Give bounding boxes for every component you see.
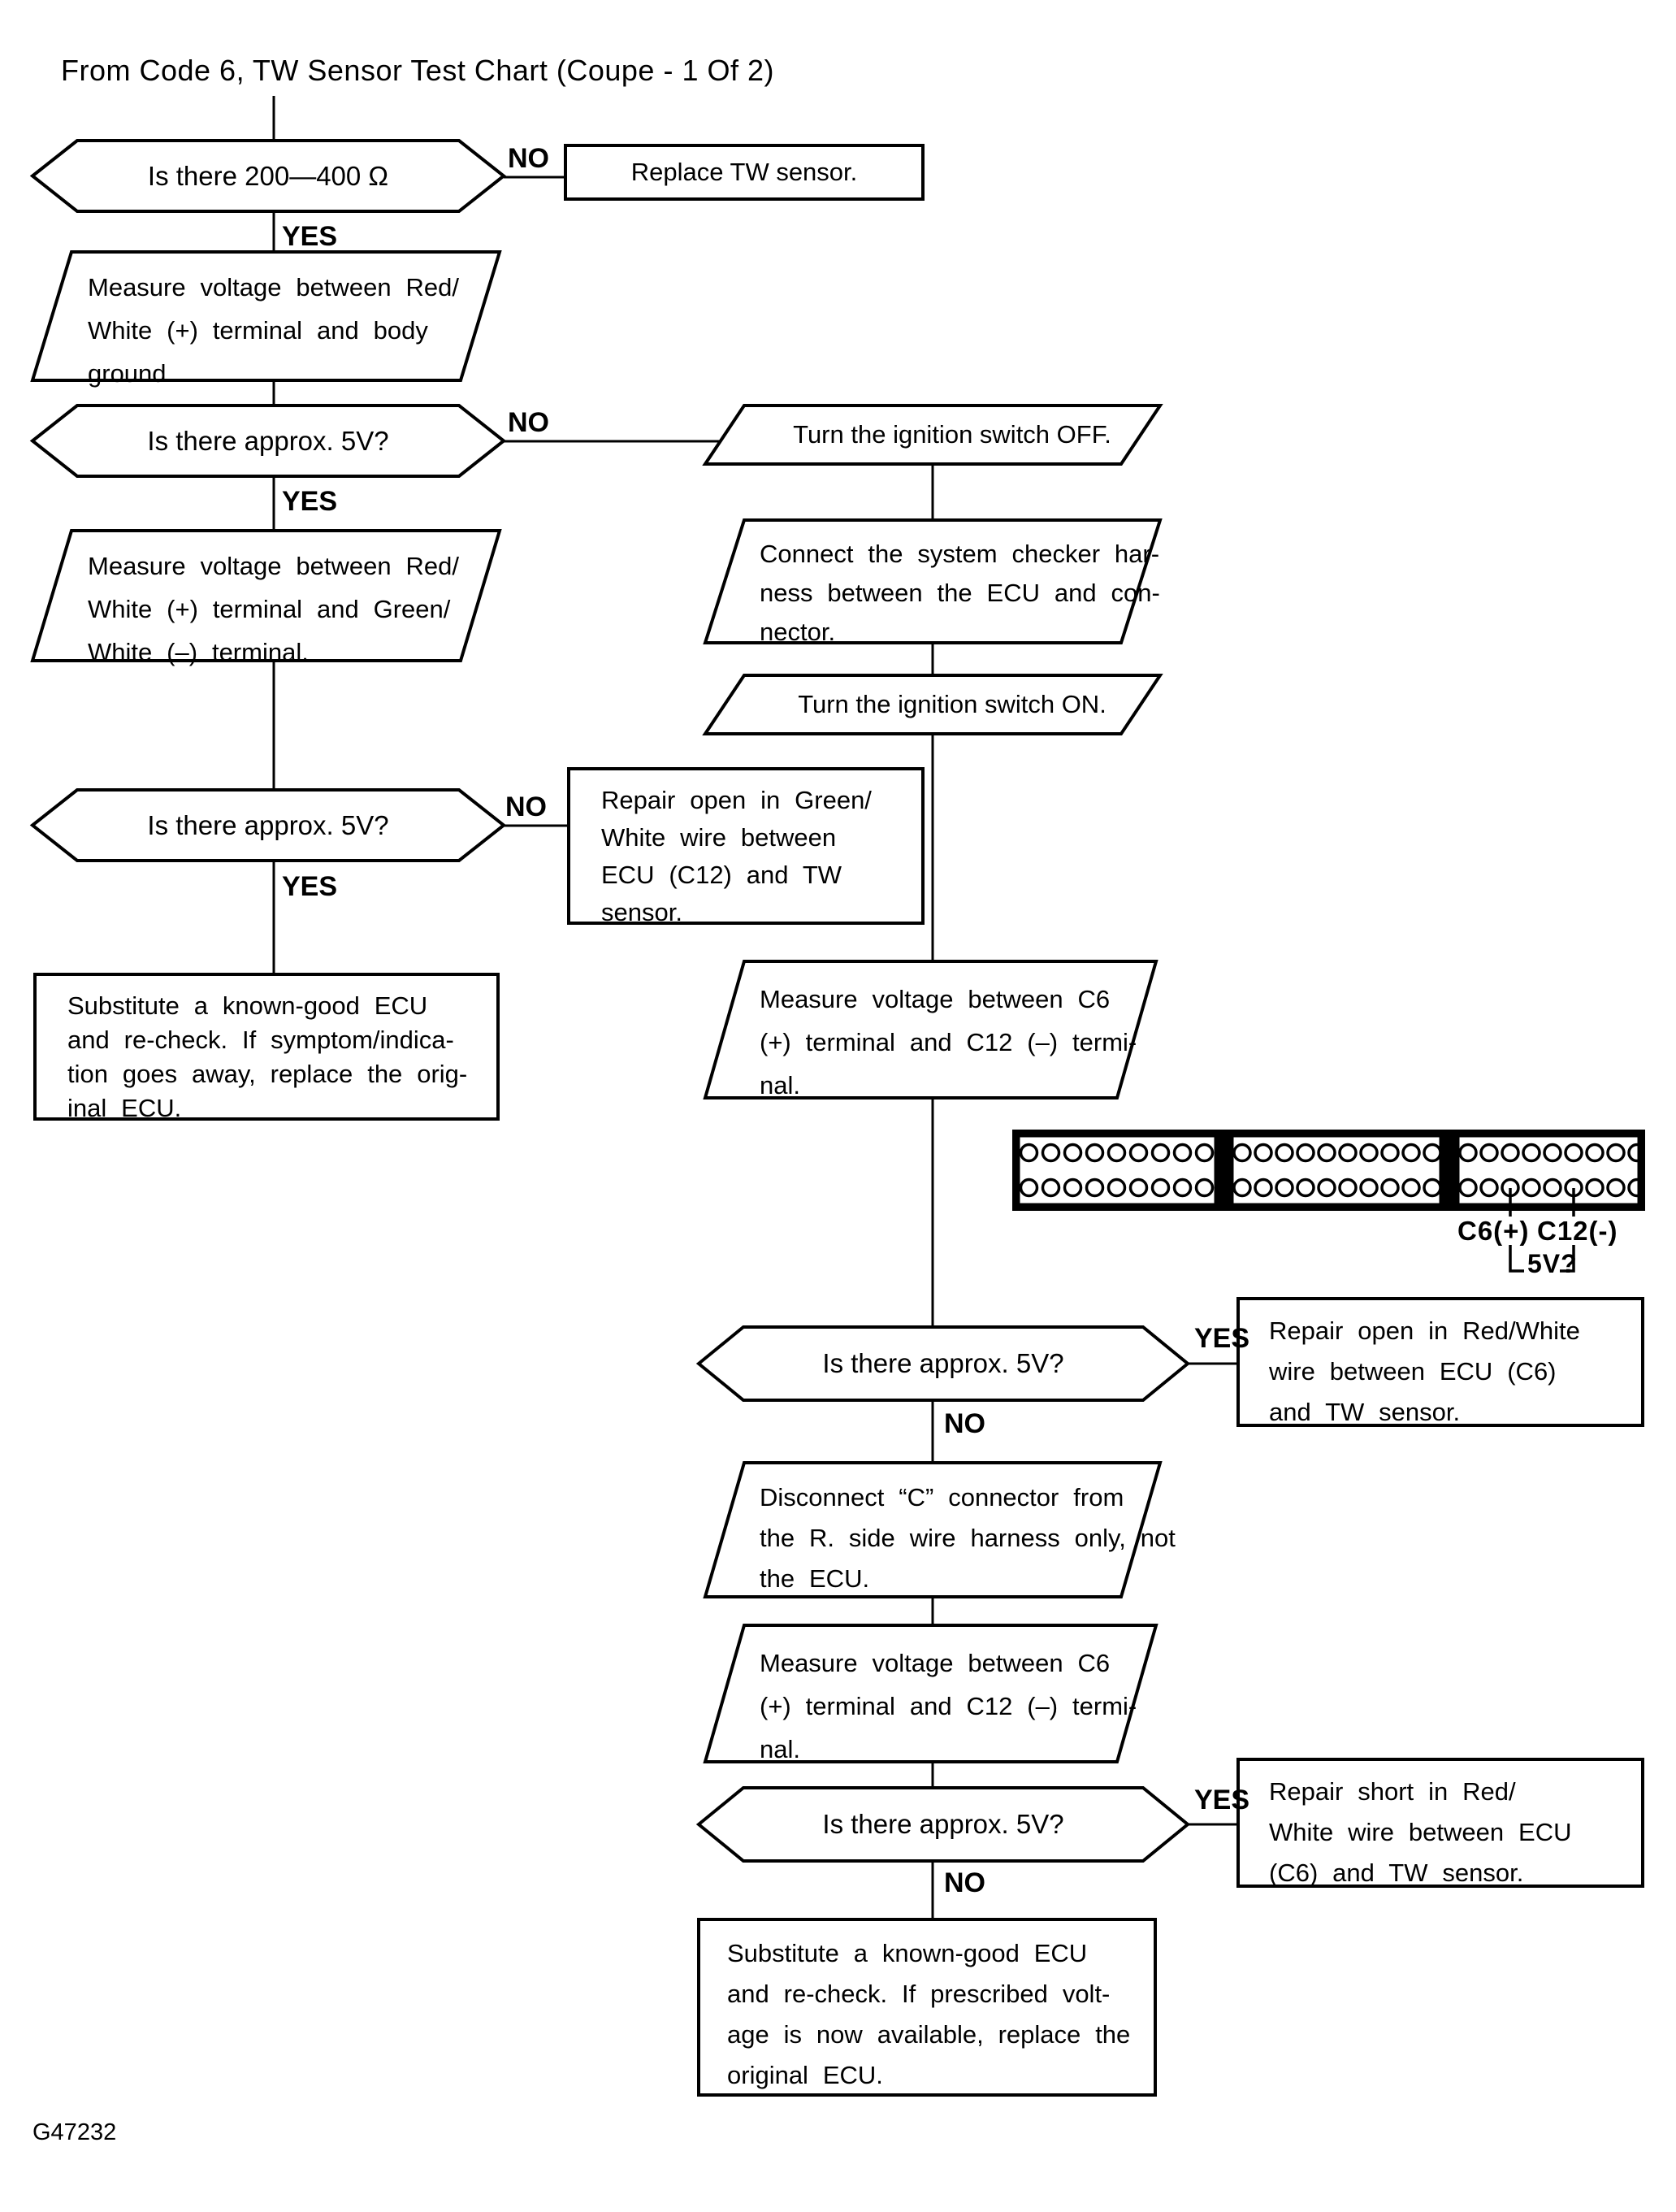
- figure-code: G47232: [32, 2119, 117, 2145]
- connector-block-a: [1016, 1133, 1219, 1208]
- process-measure-body: Measure voltage between Red/ White (+) t…: [88, 273, 459, 388]
- process-ignition-off: Turn the ignition switch OFF.: [793, 420, 1111, 449]
- process-measure-c6-2-shape: [703, 1624, 1158, 1763]
- label-yes-4: YES: [1194, 1323, 1250, 1354]
- action-repair-short-red: Repair short in Red/ White wire between …: [1269, 1777, 1572, 1887]
- pin-label-c12: C12(-): [1537, 1216, 1618, 1246]
- pin-label-5v: 5V?: [1527, 1249, 1578, 1278]
- decision-resistance: Is there 200—400 Ω: [147, 160, 389, 191]
- connector-block-b: [1229, 1133, 1444, 1208]
- process-measure-c6-1-shape: [703, 960, 1158, 1099]
- process-measure-green: Measure voltage between Red/ White (+) t…: [88, 552, 459, 666]
- decision-5v-4: Is there approx. 5V?: [822, 1809, 1064, 1839]
- action-substitute-ecu-2-shape: [697, 1918, 1157, 2097]
- decision-5v-2-shape: [29, 788, 507, 862]
- action-repair-open-green: Repair open in Green/ White wire between…: [601, 786, 872, 926]
- action-replace-sensor-shape: [564, 144, 925, 201]
- process-ignition-off-shape: [702, 404, 1163, 466]
- label-no-5: NO: [944, 1867, 985, 1898]
- ecu-connector-diagram: [1012, 1130, 1645, 1273]
- action-substitute-ecu-1: Substitute a known-good ECU and re-check…: [67, 991, 468, 1122]
- process-measure-c6-2: Measure voltage between C6 (+) terminal …: [760, 1649, 1137, 1763]
- action-replace-sensor: Replace TW sensor.: [630, 158, 858, 186]
- label-no-3: NO: [505, 792, 547, 822]
- action-substitute-ecu-2: Substitute a known-good ECU and re-check…: [727, 1939, 1131, 2089]
- action-substitute-ecu-1-shape: [33, 973, 500, 1121]
- action-repair-open-green-shape: [567, 767, 925, 925]
- pin-label-c6: C6(+): [1457, 1216, 1530, 1246]
- process-disconnect-c-shape: [703, 1461, 1163, 1598]
- flow-lines: [272, 96, 1238, 1919]
- decision-5v-2: Is there approx. 5V?: [147, 809, 389, 840]
- process-connect-checker-shape: [703, 518, 1163, 644]
- decision-resistance-shape: [29, 139, 507, 213]
- process-connect-checker: Connect the system checker har- ness bet…: [760, 540, 1160, 646]
- action-repair-open-red: Repair open in Red/White wire between EC…: [1269, 1316, 1580, 1426]
- process-measure-body-shape: [30, 250, 502, 382]
- action-repair-short-red-shape: [1236, 1758, 1644, 1888]
- label-yes-2: YES: [282, 486, 338, 517]
- label-yes-3: YES: [282, 871, 338, 902]
- process-ignition-on: Turn the ignition switch ON.: [798, 690, 1107, 718]
- label-no-2: NO: [508, 407, 549, 438]
- process-disconnect-c: Disconnect “C” connector from the R. sid…: [760, 1483, 1176, 1593]
- action-repair-open-red-shape: [1236, 1297, 1644, 1427]
- process-measure-green-shape: [30, 529, 502, 662]
- decision-5v-3-shape: [695, 1325, 1191, 1402]
- decision-5v-4-shape: [695, 1786, 1191, 1863]
- bracket-right: [1560, 1245, 1575, 1273]
- decision-5v-1-shape: [29, 404, 507, 478]
- label-yes-5: YES: [1194, 1785, 1250, 1815]
- decision-5v-3: Is there approx. 5V?: [822, 1348, 1064, 1378]
- label-no-1: NO: [508, 143, 549, 174]
- label-yes-1: YES: [282, 221, 338, 252]
- decision-5v-1: Is there approx. 5V?: [147, 425, 389, 456]
- process-ignition-on-shape: [702, 674, 1163, 735]
- bracket-left: [1509, 1245, 1524, 1273]
- page-title: From Code 6, TW Sensor Test Chart (Coupe…: [61, 54, 774, 87]
- process-measure-c6-1: Measure voltage between C6 (+) terminal …: [760, 985, 1137, 1099]
- label-no-4: NO: [944, 1408, 985, 1439]
- connector-block-c: [1455, 1133, 1642, 1208]
